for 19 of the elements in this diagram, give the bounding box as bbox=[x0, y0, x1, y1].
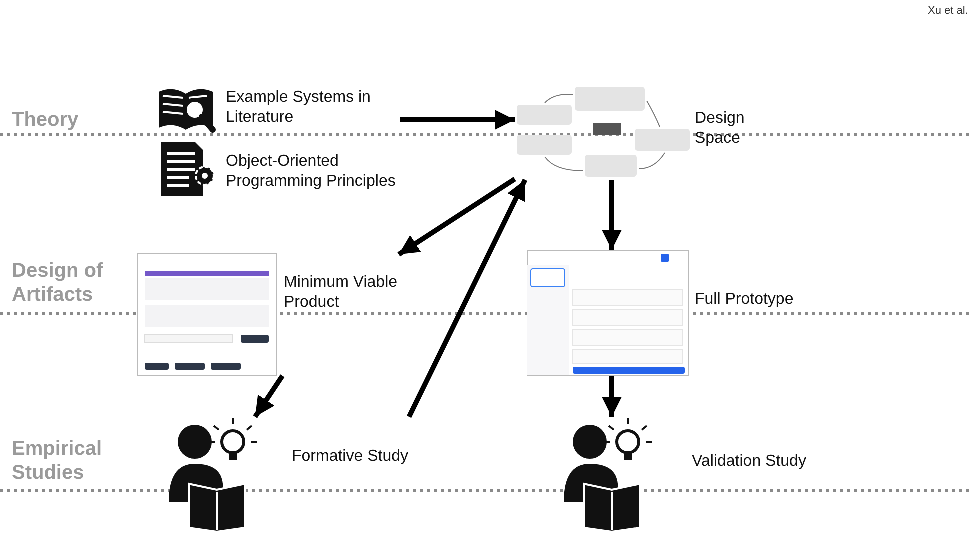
node-label: Full Prototype bbox=[695, 290, 795, 310]
author-label: Xu et al. bbox=[928, 5, 970, 17]
diagram-node bbox=[527, 250, 795, 376]
row-label: Theory bbox=[12, 108, 80, 132]
node-label: Design Space bbox=[695, 109, 746, 149]
arrow bbox=[400, 110, 515, 130]
arrow bbox=[253, 374, 285, 418]
arrow bbox=[398, 177, 516, 257]
arrow bbox=[602, 376, 622, 417]
arrow bbox=[407, 178, 528, 418]
node-label: Validation Study bbox=[692, 452, 808, 472]
node-label: Object-Oriented Programming Principles bbox=[226, 152, 397, 192]
row-label: Design of Artifacts bbox=[12, 259, 104, 307]
diagram-node bbox=[137, 253, 399, 376]
node-label: Example Systems in Literature bbox=[226, 88, 372, 128]
arrow bbox=[602, 180, 622, 250]
row-label: Empirical Studies bbox=[12, 437, 104, 485]
node-label: Minimum Viable Product bbox=[284, 273, 399, 313]
node-label: Formative Study bbox=[292, 447, 410, 467]
